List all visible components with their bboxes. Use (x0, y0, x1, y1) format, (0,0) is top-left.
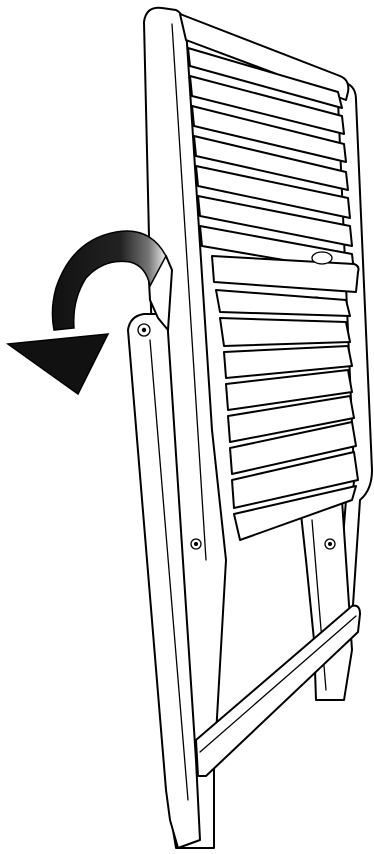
seat-slats (216, 290, 358, 540)
